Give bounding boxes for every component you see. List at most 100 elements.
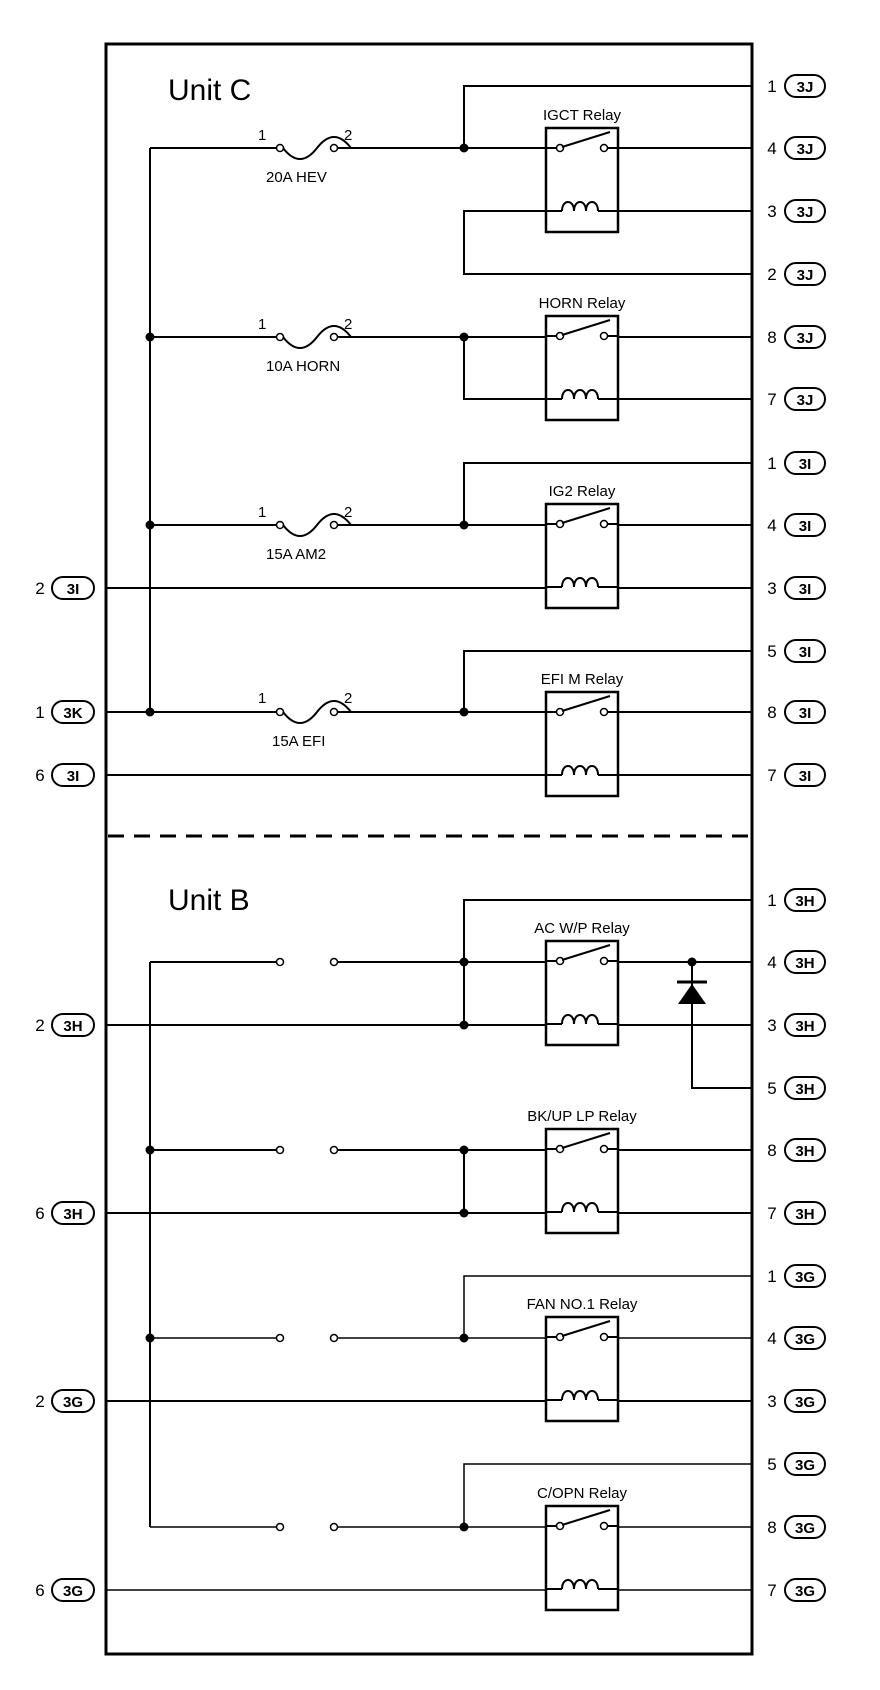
- svg-text:4: 4: [767, 1329, 776, 1348]
- svg-text:3J: 3J: [797, 392, 814, 409]
- svg-text:7: 7: [767, 390, 776, 409]
- svg-text:5: 5: [767, 642, 776, 661]
- terminal-right: 4 3I: [767, 513, 826, 537]
- relay-label: AC W/P Relay: [534, 920, 630, 937]
- svg-text:3J: 3J: [797, 330, 814, 347]
- igct-relay-wiring: [459, 85, 752, 275]
- svg-text:7: 7: [767, 766, 776, 785]
- svg-text:5: 5: [767, 1079, 776, 1098]
- svg-text:3J: 3J: [797, 79, 814, 96]
- terminal-right: 7 3J: [767, 387, 826, 411]
- svg-text:3: 3: [767, 1392, 776, 1411]
- relay-label: IG2 Relay: [549, 483, 616, 500]
- relay-0: IGCT Relay: [543, 107, 622, 234]
- svg-text:3: 3: [767, 579, 776, 598]
- svg-text:2: 2: [35, 1016, 44, 1035]
- svg-text:8: 8: [767, 1518, 776, 1537]
- svg-text:3H: 3H: [795, 893, 814, 910]
- svg-text:3H: 3H: [795, 1143, 814, 1160]
- svg-text:6: 6: [35, 1204, 44, 1223]
- diode-icon: [677, 980, 707, 1004]
- svg-text:8: 8: [767, 328, 776, 347]
- svg-text:1: 1: [767, 454, 776, 473]
- efi-m-relay-wiring: [106, 650, 752, 776]
- relay-6: FAN NO.1 Relay: [527, 1296, 638, 1423]
- svg-text:1: 1: [35, 703, 44, 722]
- svg-text:4: 4: [767, 516, 776, 535]
- relay-label: BK/UP LP Relay: [527, 1108, 637, 1125]
- copn-relay-wiring: [106, 1463, 752, 1591]
- open-link-row: [150, 1522, 546, 1532]
- svg-text:7: 7: [767, 1581, 776, 1600]
- terminal-right: 3 3J: [767, 199, 826, 223]
- fuse-20a-hev: 1 2 20A HEV: [150, 127, 546, 186]
- fuse-label: 15A AM2: [266, 546, 326, 563]
- svg-text:6: 6: [35, 766, 44, 785]
- fuse-label: 15A EFI: [272, 733, 325, 750]
- unit-c-title: Unit C: [168, 74, 251, 107]
- horn-relay-wiring: [459, 332, 752, 400]
- svg-text:3J: 3J: [797, 204, 814, 221]
- terminal-right: 1 3J: [767, 74, 826, 98]
- terminal-right: 4 3H: [767, 950, 826, 974]
- fuse-pin-out: 2: [344, 127, 352, 144]
- svg-text:3G: 3G: [795, 1331, 815, 1348]
- svg-text:3G: 3G: [795, 1394, 815, 1411]
- fuse-pin-in: 1: [258, 127, 266, 144]
- fan-no1-relay-wiring: [106, 1275, 752, 1402]
- terminal-left: 2 3H: [35, 1013, 95, 1037]
- ac-wp-relay-wiring: [106, 899, 752, 1089]
- svg-text:3: 3: [767, 202, 776, 221]
- ig2-relay-wiring: [106, 462, 752, 589]
- svg-text:8: 8: [767, 703, 776, 722]
- svg-text:3I: 3I: [67, 768, 80, 785]
- svg-text:3J: 3J: [797, 267, 814, 284]
- svg-text:4: 4: [767, 953, 776, 972]
- svg-text:3I: 3I: [799, 644, 812, 661]
- relay-3: EFI M Relay: [541, 671, 624, 798]
- svg-text:3G: 3G: [795, 1583, 815, 1600]
- svg-text:5: 5: [767, 1455, 776, 1474]
- svg-text:3I: 3I: [799, 518, 812, 535]
- svg-text:3G: 3G: [795, 1520, 815, 1537]
- terminal-right: 8 3G: [767, 1515, 826, 1539]
- svg-text:3H: 3H: [795, 955, 814, 972]
- terminal-right: 5 3I: [767, 639, 826, 663]
- relay-label: C/OPN Relay: [537, 1485, 628, 1502]
- fuse-10a-horn: 1 2 10A HORN: [150, 316, 546, 375]
- open-link-row: [150, 957, 546, 967]
- junction-block-outline: [104, 42, 754, 1656]
- svg-text:2: 2: [35, 1392, 44, 1411]
- svg-text:1: 1: [767, 77, 776, 96]
- svg-text:3: 3: [767, 1016, 776, 1035]
- relay-label: HORN Relay: [539, 295, 626, 312]
- svg-text:3H: 3H: [63, 1018, 82, 1035]
- svg-text:3H: 3H: [795, 1018, 814, 1035]
- svg-text:3I: 3I: [799, 705, 812, 722]
- svg-text:3I: 3I: [799, 456, 812, 473]
- relay-label: IGCT Relay: [543, 107, 622, 124]
- fuse-15a-am2: 1 2 15A AM2: [150, 504, 546, 563]
- terminal-right: 7 3G: [767, 1578, 826, 1602]
- svg-text:6: 6: [35, 1581, 44, 1600]
- relay-1: HORN Relay: [539, 295, 626, 422]
- svg-text:3I: 3I: [67, 581, 80, 598]
- svg-text:2: 2: [767, 265, 776, 284]
- fuse-15a-efi: 1 2 15A EFI: [106, 690, 546, 750]
- fuse-pin-in: 1: [258, 504, 266, 521]
- fuse-pin-out: 2: [344, 504, 352, 521]
